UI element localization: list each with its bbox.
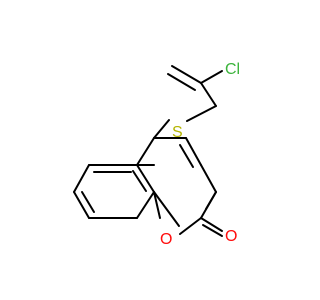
bond-c8a-c4a bbox=[136, 164, 155, 193]
bond-c7-c8 bbox=[73, 191, 90, 219]
bond-c8a-c4a-inner bbox=[132, 170, 147, 192]
bond-c8a-o-ring bbox=[153, 191, 161, 219]
bond-s-ch2 bbox=[186, 105, 217, 122]
bond-c7-c8-inner bbox=[81, 191, 95, 213]
bond-c-cl bbox=[200, 70, 223, 84]
bond-ring-o-c2 bbox=[179, 217, 202, 235]
atom-label-sulfur: S bbox=[172, 124, 183, 141]
bond-c2-ring bbox=[200, 191, 217, 219]
bond-c-ch2-terminal bbox=[171, 65, 202, 84]
atom-label-chlorine: Cl bbox=[225, 61, 240, 78]
bond-c2-carbonyl-o bbox=[200, 217, 223, 232]
structure-canvas: Cl S O O bbox=[73, 61, 240, 248]
bond-c4a-c4 bbox=[136, 137, 155, 166]
bond-ch2-c bbox=[200, 82, 217, 107]
bond-c3-c2-inner bbox=[179, 144, 194, 168]
bond-c3-c2-a bbox=[185, 137, 202, 166]
bond-c9-c8a bbox=[136, 191, 155, 219]
atom-label-carbonyl-oxygen: O bbox=[225, 228, 237, 245]
bond-c6-c7 bbox=[73, 164, 90, 193]
bond-c4-s bbox=[153, 119, 170, 139]
bond-c2-c1 bbox=[200, 164, 217, 193]
molecule-diagram: Cl S O O bbox=[73, 61, 240, 248]
bond-o-c8a bbox=[153, 191, 180, 227]
atom-label-ring-oxygen: O bbox=[160, 231, 172, 248]
bond-c2-carbonyl-o-double bbox=[202, 224, 223, 237]
bond-c-ch2-terminal-double bbox=[167, 73, 196, 91]
